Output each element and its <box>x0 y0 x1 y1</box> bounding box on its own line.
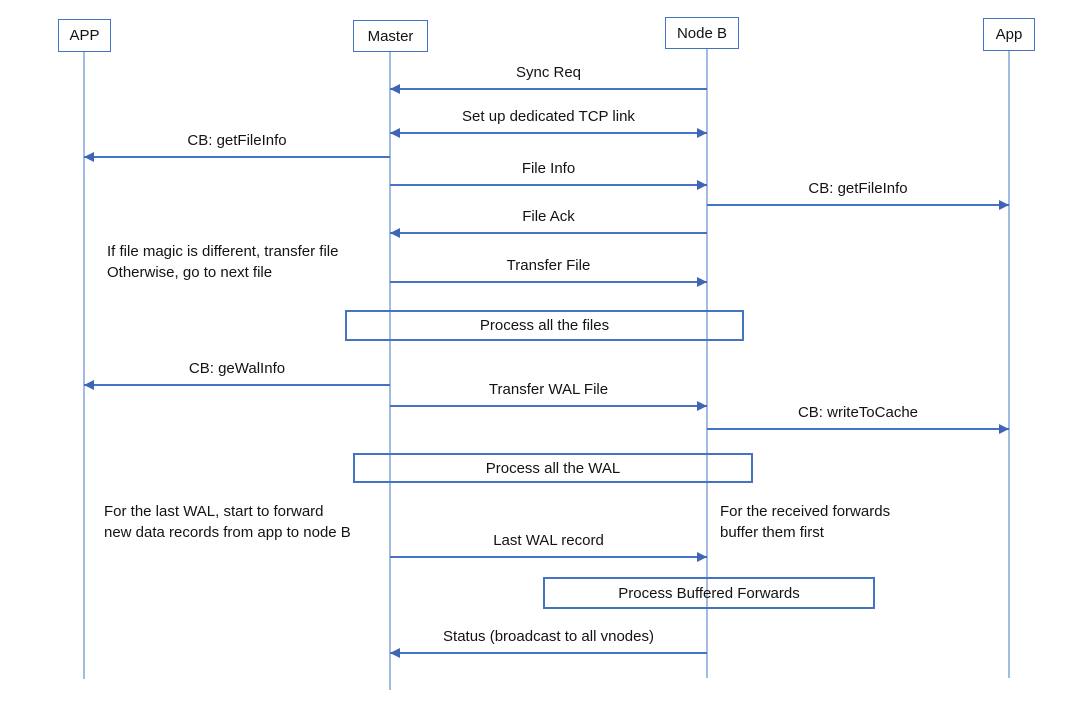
lifeline-app-right <box>1008 51 1010 678</box>
actor-label-master: Master <box>367 27 414 45</box>
actor-label-app-right: App <box>995 26 1023 43</box>
message-line-7 <box>84 384 390 386</box>
process-box-label: Process Buffered Forwards <box>618 584 800 602</box>
arrowhead-left-icon <box>84 152 94 162</box>
message-line-1 <box>390 132 707 134</box>
actor-label-node-b: Node B <box>676 24 728 42</box>
process-box-2: Process Buffered Forwards <box>543 577 875 609</box>
arrowhead-right-icon <box>999 424 1009 434</box>
arrowhead-right-icon <box>697 401 707 411</box>
actor-box-app-left: APP <box>58 19 111 52</box>
message-label: File Ack <box>522 208 575 225</box>
lifeline-app-left <box>83 52 85 679</box>
note-last-wal: For the last WAL, start to forward new d… <box>104 503 351 541</box>
process-box-label: Process all the files <box>479 317 610 334</box>
message-label: Set up dedicated TCP link <box>462 108 635 125</box>
message-label: File Info <box>521 160 576 177</box>
message-line-4 <box>707 204 1009 206</box>
arrowhead-left-icon <box>390 648 400 658</box>
arrowhead-right-icon <box>697 277 707 287</box>
arrowhead-right-icon <box>697 128 707 138</box>
message-label: Sync Req <box>515 64 582 81</box>
message-label: CB: getFileInfo <box>187 132 287 149</box>
message-label: CB: getFileInfo <box>808 180 908 197</box>
message-label: Transfer File <box>506 257 591 274</box>
arrowhead-right-icon <box>697 180 707 190</box>
process-box-label: Process all the WAL <box>485 459 621 477</box>
process-box-0: Process all the files <box>345 310 744 341</box>
message-line-10 <box>390 556 707 558</box>
lifeline-master <box>389 52 391 690</box>
arrowhead-left-icon <box>390 128 400 138</box>
message-line-3 <box>390 184 707 186</box>
message-line-2 <box>84 156 390 158</box>
lifeline-node-b <box>706 49 708 678</box>
arrowhead-left-icon <box>390 84 400 94</box>
arrowhead-right-icon <box>999 200 1009 210</box>
message-label: CB: writeToCache <box>797 404 919 421</box>
message-line-0 <box>390 88 707 90</box>
process-box-1: Process all the WAL <box>353 453 753 483</box>
message-label: Last WAL record <box>493 532 604 549</box>
message-line-11 <box>390 652 707 654</box>
note-received-forwards: For the received forwards buffer them fi… <box>720 503 891 541</box>
actor-label-app-left: APP <box>69 27 100 44</box>
actor-box-app-right: App <box>983 18 1035 51</box>
message-label: Status (broadcast to all vnodes) <box>443 628 654 645</box>
note-file-magic: If file magic is different, transfer fil… <box>107 243 339 281</box>
message-line-9 <box>707 428 1009 430</box>
message-label: CB: geWalInfo <box>188 360 286 377</box>
arrowhead-right-icon <box>697 552 707 562</box>
arrowhead-left-icon <box>84 380 94 390</box>
arrowhead-left-icon <box>390 228 400 238</box>
message-line-8 <box>390 405 707 407</box>
message-line-5 <box>390 232 707 234</box>
actor-box-master: Master <box>353 20 428 52</box>
actor-box-node-b: Node B <box>665 17 739 49</box>
message-label: Transfer WAL File <box>488 381 609 398</box>
message-line-6 <box>390 281 707 283</box>
